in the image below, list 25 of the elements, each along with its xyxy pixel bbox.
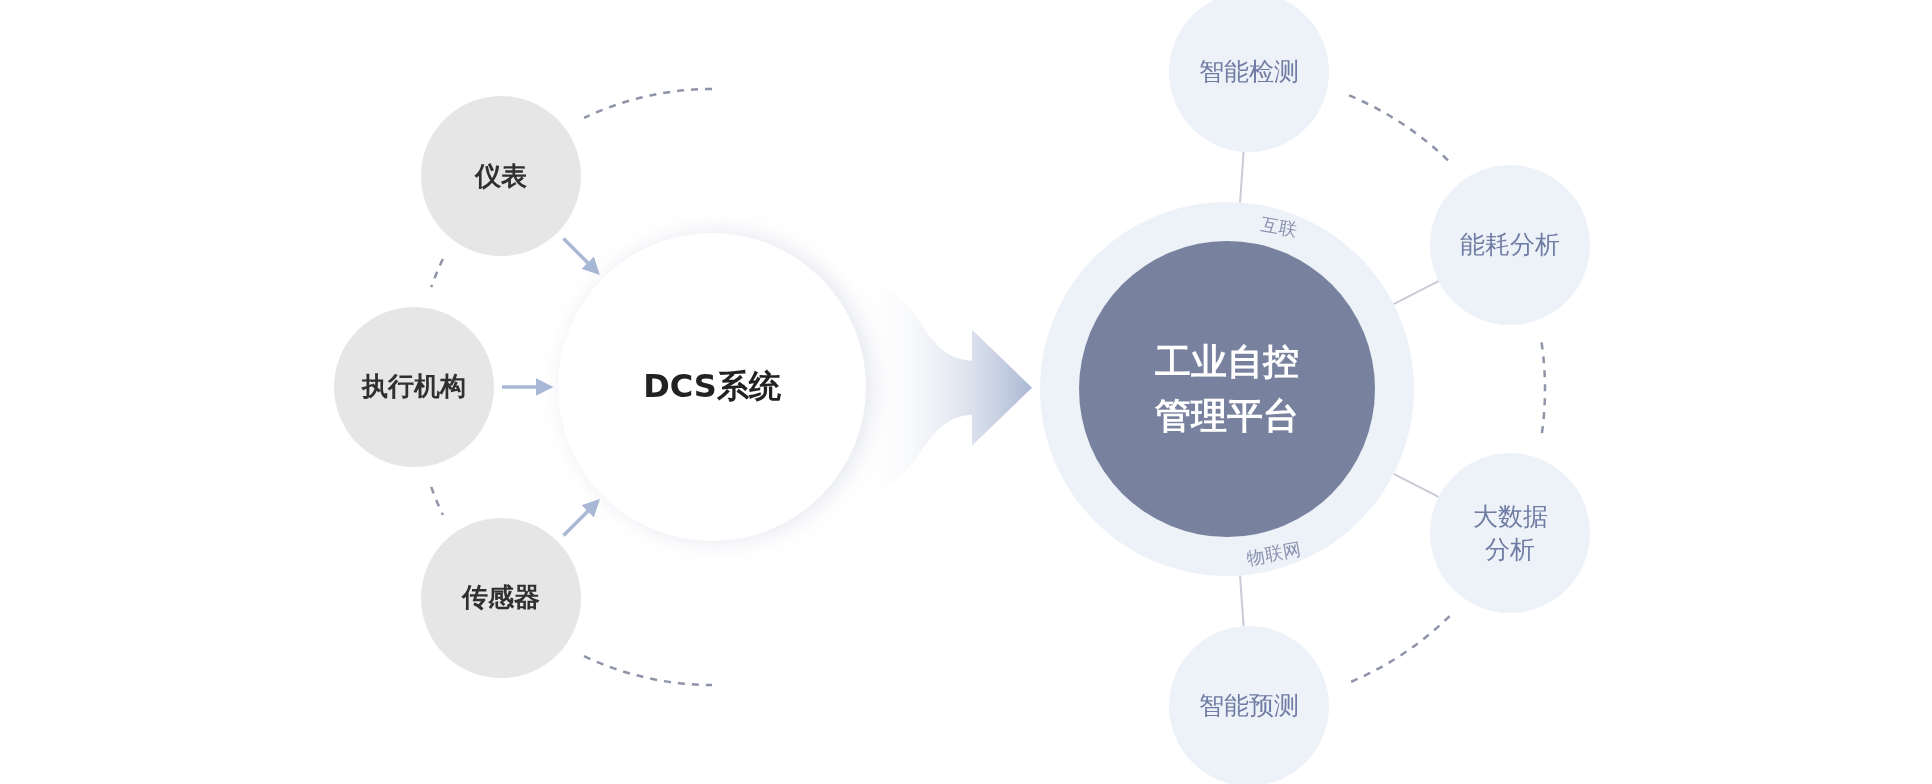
arrow bbox=[502, 378, 554, 396]
node-label: 能耗分析 bbox=[1460, 228, 1561, 261]
dashed-arc bbox=[430, 258, 444, 288]
connector-line bbox=[1239, 150, 1245, 204]
dashed-arc bbox=[1540, 342, 1547, 436]
node-label: 工业自控管理平台 bbox=[1154, 340, 1300, 438]
node-label: DCS系统 bbox=[643, 366, 781, 408]
ring-label: 物联网 bbox=[1245, 539, 1303, 569]
arrow bbox=[562, 237, 600, 275]
node-label: 大数据分析 bbox=[1471, 500, 1549, 567]
connector-line bbox=[1392, 472, 1441, 499]
dashed-arc bbox=[430, 486, 444, 516]
ring-label: 互联 bbox=[1259, 214, 1299, 240]
connector-line bbox=[1239, 574, 1245, 628]
node-label: 传感器 bbox=[462, 581, 541, 615]
node-label: 智能预测 bbox=[1199, 690, 1300, 723]
dashed-arc bbox=[1348, 94, 1451, 163]
node-label: 仪表 bbox=[475, 159, 528, 193]
connector-line bbox=[1392, 279, 1441, 306]
dashed-arc bbox=[583, 87, 713, 120]
dashed-arc bbox=[583, 654, 713, 687]
node-label: 执行机构 bbox=[362, 370, 466, 404]
arrow bbox=[562, 499, 600, 537]
dashed-arc bbox=[1348, 615, 1451, 684]
node-label: 智能检测 bbox=[1199, 55, 1300, 88]
